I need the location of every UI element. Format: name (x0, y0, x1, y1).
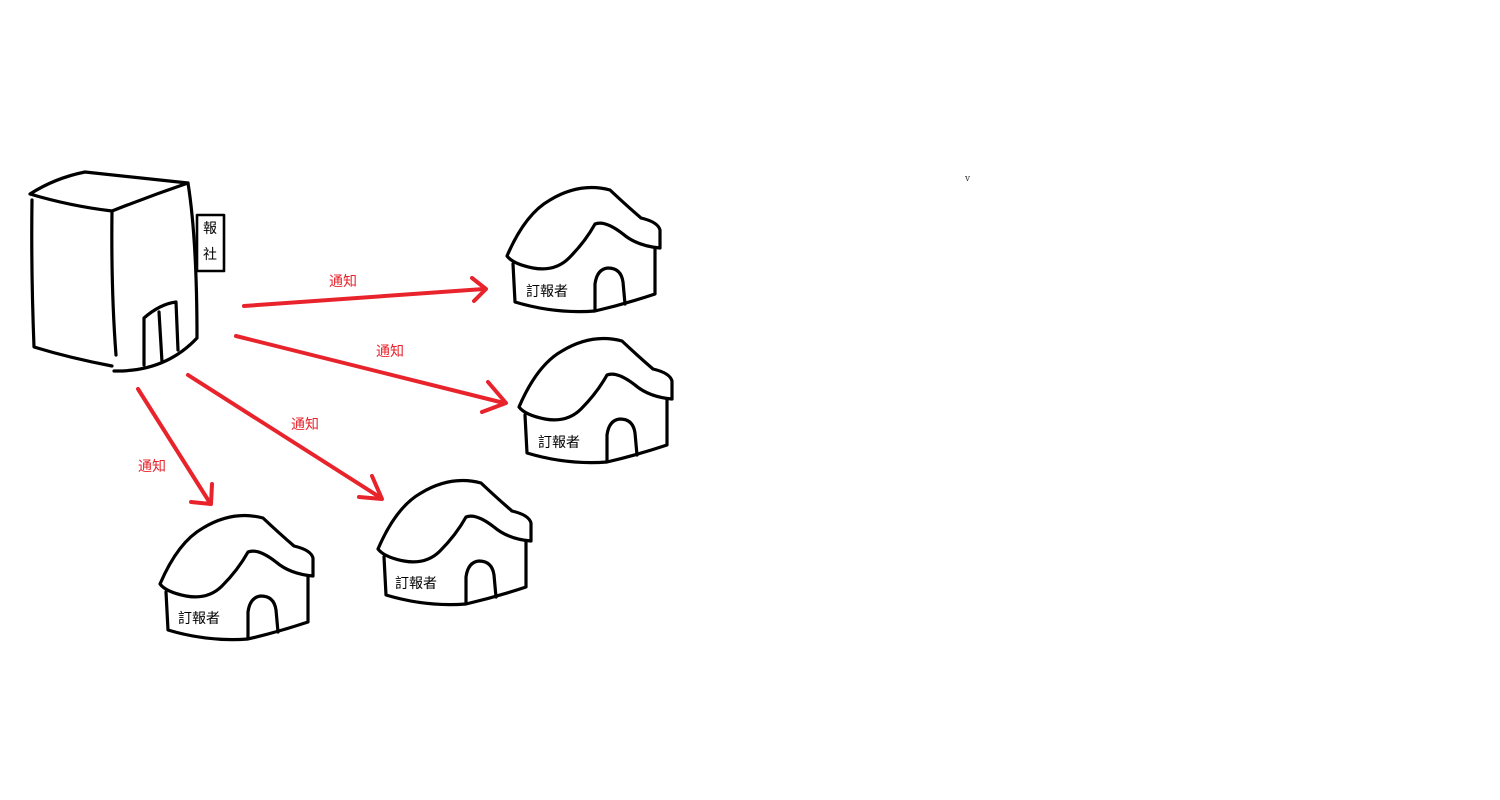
building-top (28, 170, 190, 213)
house-walls (523, 397, 669, 465)
arrow-to-house-2 (234, 334, 508, 414)
house-door (246, 594, 280, 640)
arrow-label-1: 通知 (329, 274, 357, 290)
house-walls (511, 246, 657, 314)
newspaper-building (28, 170, 226, 373)
house-roof (517, 336, 674, 422)
arrow-label-2: 通知 (376, 344, 404, 360)
subscriber-house-3 (376, 478, 533, 607)
arrow-to-house-1 (242, 276, 488, 308)
newspaper-sign-char-1: 報 (203, 221, 217, 237)
house-door (605, 417, 639, 463)
house-roof (158, 513, 315, 599)
newspaper-sign-char-2: 社 (203, 247, 217, 263)
arrow-label-3: 通知 (291, 417, 319, 433)
arrow-to-house-3 (186, 373, 384, 501)
subscriber-house-2 (517, 336, 674, 465)
building-right-face (112, 181, 199, 373)
stray-mark: v (965, 174, 971, 184)
house-roof (505, 185, 662, 271)
subscriber-house-1 (505, 185, 662, 314)
arrows (136, 276, 508, 506)
subscriber-label-4: 訂報者 (178, 611, 220, 627)
arrow-to-house-4 (136, 387, 214, 506)
subscriber-label-3: 訂報者 (395, 576, 437, 592)
newspaper-sign (195, 213, 226, 273)
house-door (464, 559, 498, 605)
building-front-edge (110, 209, 118, 357)
arrow-label-4: 通知 (138, 459, 166, 475)
building-left-face (30, 198, 114, 368)
building-door (142, 300, 180, 367)
subscriber-label-1: 訂報者 (526, 284, 568, 300)
house-door (593, 266, 627, 312)
house-roof (376, 478, 533, 564)
subscriber-label-2: 訂報者 (538, 435, 580, 451)
subscriber-house-4 (158, 513, 315, 642)
